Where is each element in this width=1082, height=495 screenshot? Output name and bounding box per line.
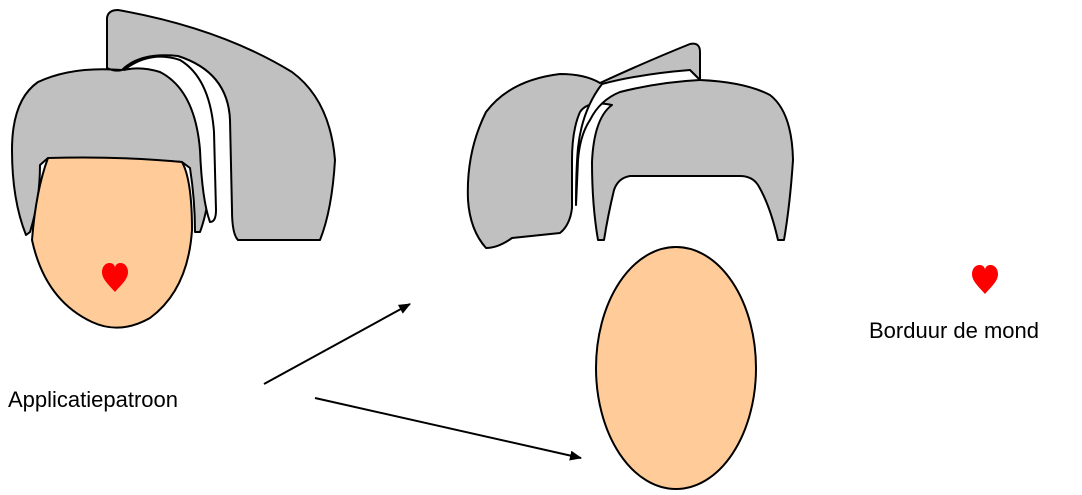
heart-icon [972,265,998,294]
arrow-to-face [315,398,581,458]
assembled-figure [12,10,335,328]
hair-pattern-piece [468,44,793,248]
arrow-to-hair [264,304,410,384]
applique-pattern-label: Applicatiepatroon [8,387,178,413]
assembled-face [32,158,192,328]
embroider-mouth-label: Borduur de mond [869,318,1039,344]
face-pattern-piece [596,247,756,489]
pattern-hair [468,44,793,248]
